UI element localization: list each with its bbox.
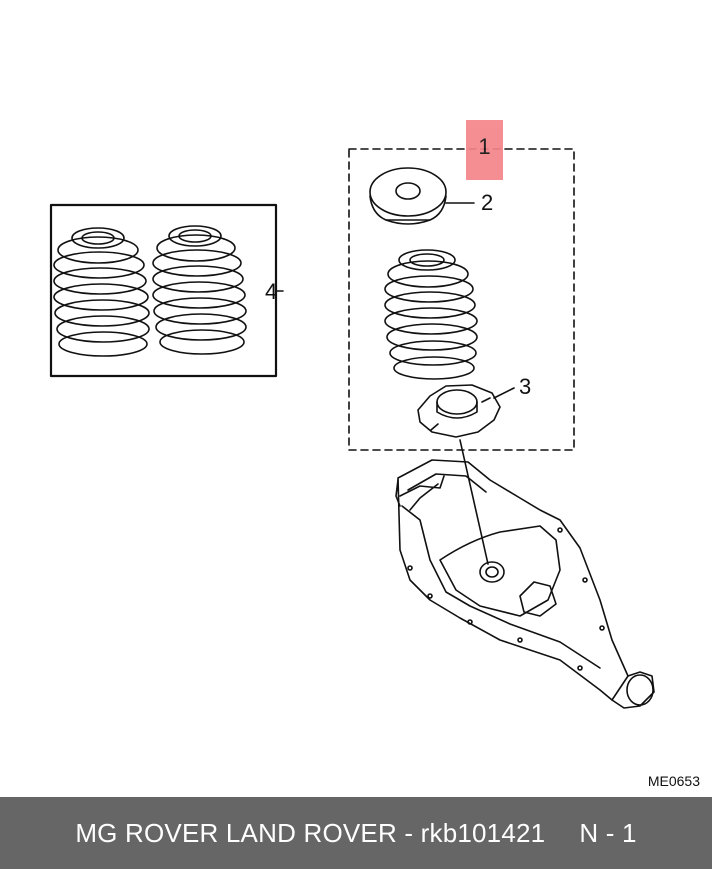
callout-1-number: 1 xyxy=(478,134,491,159)
trailing-arm-icon xyxy=(395,459,655,709)
footer-part-text: MG ROVER LAND ROVER - rkb101421 xyxy=(75,817,546,848)
spring-kit-frame xyxy=(348,148,575,451)
callout-2-label: 2 xyxy=(481,190,494,215)
lower-spring-seat-icon xyxy=(417,384,501,438)
callout-3-leader xyxy=(493,387,515,399)
callout-1-label: 1 xyxy=(466,120,503,180)
footer-bar: MG ROVER LAND ROVER - rkb101421 N - 1 xyxy=(0,797,712,869)
callout-3-label: 3 xyxy=(519,374,532,399)
diagram-reference-code: ME0653 xyxy=(647,773,700,789)
coil-spring-right-icon xyxy=(152,225,247,355)
callout-4-label: 4 xyxy=(265,279,278,304)
footer-position-text: N - 1 xyxy=(579,817,637,848)
upper-spring-seat-icon xyxy=(369,167,447,225)
coil-spring-icon xyxy=(384,249,478,380)
coil-spring-left-icon xyxy=(53,227,150,357)
spring-axis-line xyxy=(459,439,489,565)
